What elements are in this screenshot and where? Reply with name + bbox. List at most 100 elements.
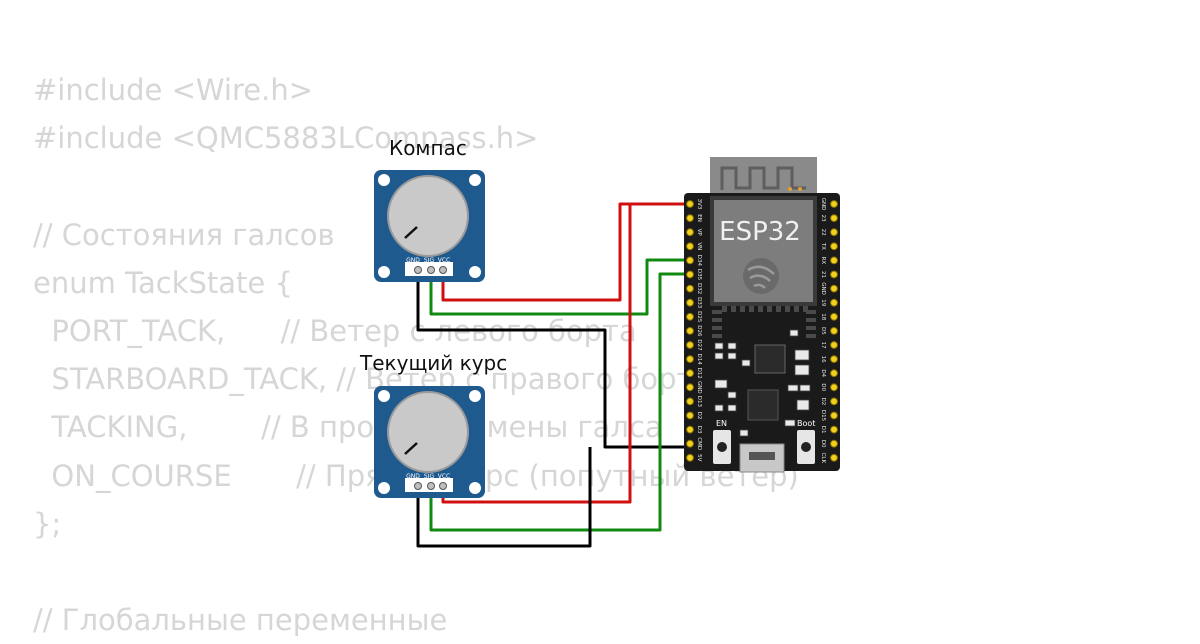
right-pin[interactable] [830,312,838,321]
left-pin[interactable] [686,270,694,279]
pin-label: SIG [424,257,435,264]
code-line: TACKING, // В процессе смены галса [33,410,663,445]
right-pin[interactable] [830,411,838,420]
left-pin[interactable] [686,383,694,392]
left-pin[interactable] [686,369,694,378]
smd-component [799,384,811,392]
mount-hole [469,390,481,402]
right-pin[interactable] [830,242,838,251]
mount-hole [378,174,390,186]
right-pin[interactable] [830,228,838,237]
left-pin[interactable] [686,312,694,321]
left-pin[interactable] [686,284,694,293]
smd-component [794,349,810,361]
castellation-pad [712,318,722,322]
smd-component [714,404,724,412]
right-pin[interactable] [830,200,838,208]
right-pin[interactable] [830,453,838,462]
mount-hole [378,266,390,278]
left-pin-label: CMD [696,437,702,450]
code-line: }; [33,506,62,541]
code-line: enum TackState { [33,265,293,300]
circuit-diagram: GND SIG VCC GND SIG VCC ESP32 [374,157,840,548]
left-pin[interactable] [686,228,694,237]
smd-component [784,419,796,427]
left-pin[interactable] [686,327,694,335]
left-pin[interactable] [686,355,694,364]
right-pin[interactable] [830,298,838,307]
right-pin[interactable] [830,369,838,378]
right-pin-label: CLK [820,453,826,464]
right-pin[interactable] [830,327,838,335]
pin-vcc [439,482,447,490]
castellation-pad [758,306,763,312]
smd-components [714,329,811,437]
mount-hole [469,174,481,186]
wire-pot1-sig [429,258,690,316]
pin-label: VCC [438,473,450,480]
right-pin[interactable] [830,341,838,349]
regulator-chip [754,344,786,374]
pin-label: VCC [438,257,450,264]
left-pin[interactable] [686,453,694,462]
pot-knob [387,391,469,473]
smd-component [739,429,749,437]
right-pin[interactable] [830,425,838,434]
left-pin-label: D3 [696,426,702,434]
left-pin-label: D14 [696,353,702,365]
right-pin[interactable] [830,397,838,406]
right-pin[interactable] [830,270,838,279]
left-pin-label: D26 [696,325,702,337]
smd-component [727,404,737,412]
code-line: // Состояния галсов [33,217,335,252]
left-pin[interactable] [686,439,694,448]
code-line: #include <QMC5883LCompass.h> [33,121,539,156]
code-background: #include <Wire.h> #include <QMC5883LCompa… [33,66,799,644]
left-pin[interactable] [686,214,694,223]
knob-indicator [404,442,418,455]
right-pin-label: 17 [820,342,826,349]
pin-gnd [414,482,422,490]
right-pin-label: D4 [820,369,826,377]
left-pin-label: D13 [696,396,702,408]
castellation-pad [722,306,727,312]
right-pin[interactable] [830,284,838,293]
castellation-pad [749,306,754,312]
right-pin-label: D0 [820,440,826,448]
castellation-pad [712,310,722,314]
right-pin[interactable] [830,214,838,223]
potentiometer-current-course[interactable]: GND SIG VCC [374,386,485,498]
left-pin[interactable] [686,200,694,208]
left-pin-label: D2 [696,412,702,420]
left-pin[interactable] [686,341,694,349]
left-pin[interactable] [686,425,694,434]
wire-pot1-vcc [441,202,690,302]
en-label: EN [716,419,727,428]
potentiometer-compass[interactable]: GND SIG VCC [374,170,485,282]
right-pin[interactable] [830,383,838,392]
wire-pot1-gnd [416,270,690,449]
left-pin-label: D12 [696,368,702,379]
left-pin-label: 5V [696,454,702,461]
left-pin[interactable] [686,256,694,265]
pin-label: GND [406,473,420,480]
left-pin[interactable] [686,298,694,307]
castellation-pad [731,306,736,312]
left-pin[interactable] [686,411,694,420]
boot-label: Boot [797,419,815,428]
esp32-board[interactable]: ESP32 EN Boot 3V3ENVPVND34D35D32D33D25D2… [684,157,840,473]
right-pin[interactable] [830,256,838,265]
castellation-pad [803,306,808,312]
castellation-pad [776,306,781,312]
left-pin[interactable] [686,242,694,251]
antenna-trace [720,166,806,190]
right-pin-header: GND2322TXRX21GND1918D51716D4D0D2D15D1D0C… [820,198,838,464]
right-pin[interactable] [830,355,838,364]
code-line: #include <Wire.h> [33,73,314,107]
right-pin[interactable] [830,439,838,448]
right-pin-label: D2 [820,398,826,406]
left-pin-label: D35 [696,269,702,281]
left-pin[interactable] [686,397,694,406]
right-pin-label: RX [820,257,826,265]
mount-hole [469,482,481,494]
